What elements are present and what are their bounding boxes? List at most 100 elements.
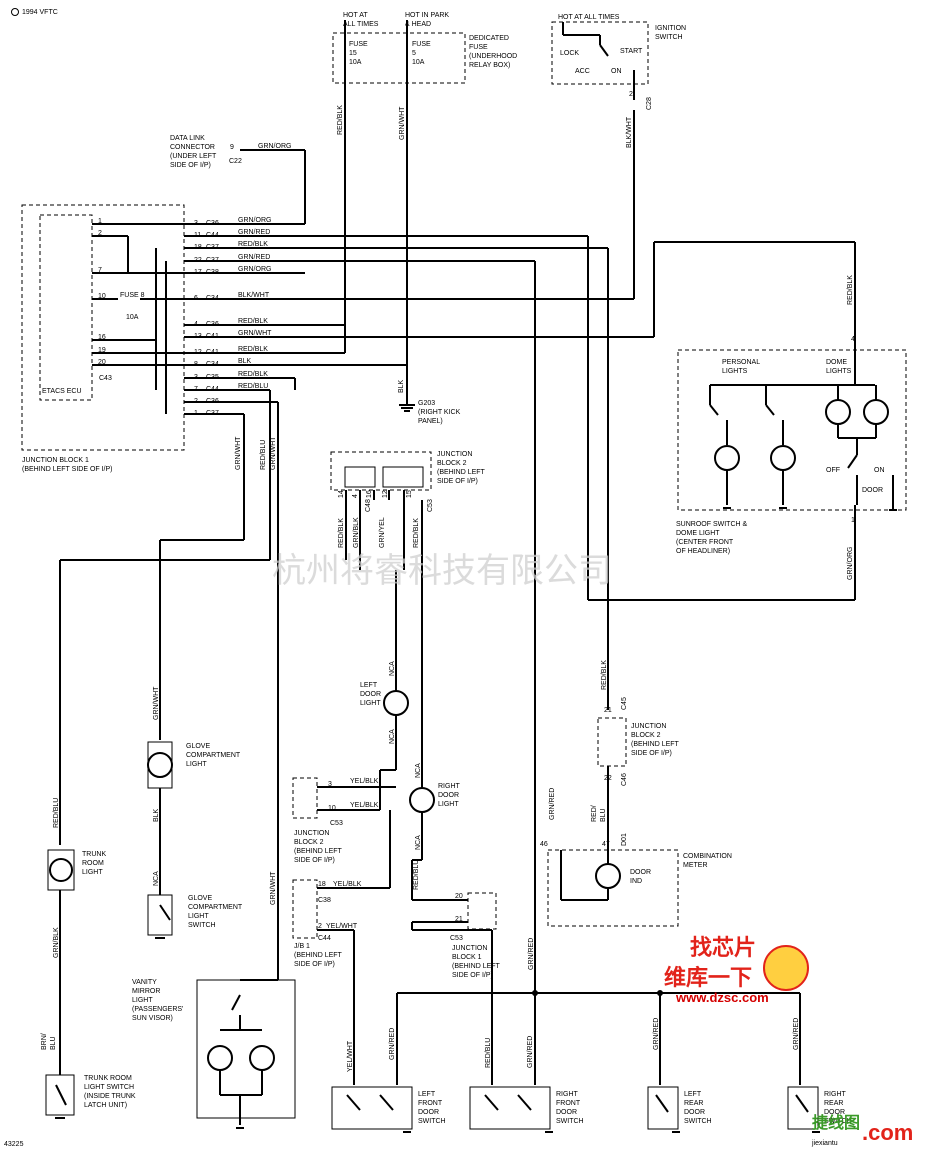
mid-d-wire: YEL/WHT [326, 923, 358, 930]
jb1-row-wire: GRN/WHT [238, 330, 272, 337]
jb1-left-pin: 10 [98, 293, 106, 300]
on-label-sunroof: ON [874, 467, 885, 474]
wire-grn-wht-b: GRN/WHT [270, 436, 277, 470]
wire-grn-wht-vanity: GRN/WHT [270, 871, 277, 905]
jb1-row-pin: 1 [194, 410, 198, 417]
jb1-row-pin: 22 [194, 257, 202, 264]
mid-f-conn: C53 [450, 935, 463, 942]
jb1-row-conn: C36 [206, 220, 219, 227]
jb1-row-pin: 11 [194, 232, 201, 239]
data-link-pin: 9 [230, 144, 234, 151]
jb1-row-wire: BLK [238, 358, 252, 365]
jb1-row-conn: C37 [206, 244, 219, 251]
door-label: DOOR [862, 487, 883, 494]
jb1-row-conn: C41 [206, 333, 219, 340]
jb1-row-conn: C34 [206, 295, 219, 302]
jb1-row-conn: C44 [206, 232, 219, 239]
meter-pin47: 47 [602, 841, 610, 848]
mid-b-wire: YEL/BLK [350, 802, 379, 809]
jb1-row-wire: BLK/WHT [238, 292, 270, 299]
lock-label: LOCK [560, 50, 579, 57]
jb2r-pin22: 22 [604, 775, 612, 782]
ecu-conn-label: C43 [99, 375, 112, 382]
rr-wire: GRN/RED [793, 1018, 800, 1050]
wire-red-blk-jb2: RED/BLK [601, 660, 608, 690]
sunroof-wire-top: RED/BLK [847, 275, 854, 305]
lf-wire-b: GRN/RED [389, 1028, 396, 1060]
wire-nca-1: NCA [389, 661, 396, 676]
jb1-row-conn: C37 [206, 257, 219, 264]
g203-wire-label: BLK [398, 379, 405, 393]
wire-grn-wht-top: GRN/WHT [399, 106, 406, 140]
fuse8-amp-label: 10A [126, 314, 139, 321]
jb1-row-pin: 12 [194, 349, 202, 356]
etacs-ecu-label: ETACS ECU [42, 388, 82, 395]
jb2r-pin21: 21 [604, 707, 612, 714]
jb1-row-wire: RED/BLK [238, 346, 268, 353]
jb2-top-pin: 4 [352, 494, 359, 498]
jb1-row-wire: RED/BLU [238, 383, 268, 390]
mid-c-conn: C38 [318, 897, 331, 904]
logo-brand-ja: 捷线图 [812, 1113, 860, 1132]
wire-brn-blu: BRN/BLU [41, 1033, 57, 1050]
jb2-top-pin: 12 [382, 490, 389, 498]
jb2-top-conn-c48: C48 [365, 499, 372, 512]
wire-nca-4: NCA [415, 835, 422, 850]
jb1-row-wire: RED/BLK [238, 241, 268, 248]
mid-d-pin: 2 [318, 923, 322, 930]
jb1-row-conn: C38 [206, 269, 219, 276]
mid-a-pin: 3 [328, 781, 332, 788]
mid-a-wire: YEL/BLK [350, 778, 379, 785]
jb1-row-wire: RED/BLK [238, 318, 268, 325]
wire-blk-wht-top: BLK/WHT [626, 116, 633, 148]
meter-pin46: 46 [540, 841, 548, 848]
jb1-row-conn: C36 [206, 398, 219, 405]
wire-grn-blk-trunk: GRN/BLK [53, 927, 60, 958]
jb1-left-pin: 19 [98, 347, 106, 354]
wire-grn-wht-glove: GRN/WHT [153, 686, 160, 720]
jb1-row-wire: GRN/ORG [238, 266, 271, 273]
jb1-row-pin: 3 [194, 374, 198, 381]
mid-b-conn: C53 [330, 820, 343, 827]
watermark: 杭州将睿科技有限公司 [272, 551, 612, 591]
sunroof-pin-top: 4 [851, 336, 855, 343]
jb1-row-pin: 18 [194, 244, 202, 251]
meter-conn: D01 [621, 833, 628, 846]
ign-conn: C28 [646, 97, 653, 110]
data-link-conn: C22 [229, 158, 242, 165]
sunroof-wire-bot: GRN/ORG [847, 547, 854, 580]
wire-grn-wht-a: GRN/WHT [235, 436, 242, 470]
jb1-row-pin: 13 [194, 333, 202, 340]
start-label: START [620, 48, 643, 55]
jb1-row-conn: C36 [206, 321, 219, 328]
ign-hot-label: HOT AT ALL TIMES [558, 14, 620, 21]
jb1-row-pin: 8 [194, 361, 198, 368]
on-label: ON [611, 68, 622, 75]
jb1-left-pin: 1 [98, 218, 102, 225]
diagram-code: 43225 [4, 1141, 24, 1148]
rf-wire-b: GRN/RED [527, 1036, 534, 1068]
mid-f-pin: 21 [455, 916, 463, 923]
jb1-left-pin: 16 [98, 334, 106, 341]
jb1-row-pin: 4 [194, 321, 198, 328]
mid-c-wire: YEL/BLK [333, 881, 362, 888]
wire-red-blu-trunk: RED/BLU [53, 798, 60, 828]
wire-red-blu: RED/BLU [260, 440, 267, 470]
